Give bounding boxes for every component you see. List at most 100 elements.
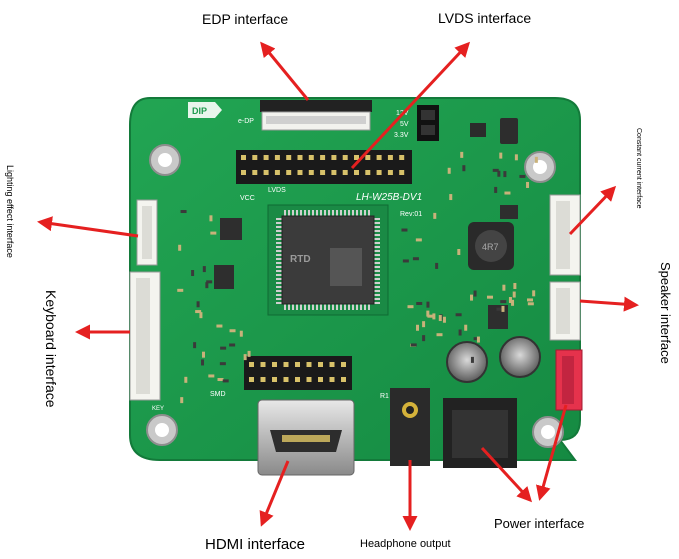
smd-part <box>470 356 474 363</box>
header-pin <box>341 362 346 367</box>
chip-pin <box>348 210 350 216</box>
chip-pin <box>340 210 342 216</box>
chip-pin <box>348 304 350 310</box>
chip-pin <box>296 304 298 310</box>
constant-current-connector <box>549 194 581 276</box>
smd-part <box>229 343 236 347</box>
smd-part <box>422 335 426 342</box>
smd-part <box>239 330 243 337</box>
header-pin <box>341 377 346 382</box>
chip-pin <box>276 226 282 228</box>
smd-part <box>220 346 227 350</box>
chip-pin <box>276 262 282 264</box>
smd-part <box>473 337 480 341</box>
lvds-pin <box>308 170 314 175</box>
chip-pin <box>276 278 282 280</box>
chip-pin <box>276 234 282 236</box>
v33-tag: 3.3V <box>394 132 409 139</box>
smd-part <box>470 294 474 301</box>
smd-part <box>217 378 224 382</box>
smd-part <box>216 324 223 328</box>
chip-pin <box>276 294 282 296</box>
lvds-pin <box>331 155 337 160</box>
chip-pin <box>374 230 380 232</box>
chip-pin <box>276 290 282 292</box>
chip-pin <box>324 304 326 310</box>
smd-part <box>473 290 477 297</box>
header-pin <box>249 377 254 382</box>
smd-part <box>247 350 251 357</box>
smd-part <box>205 282 209 289</box>
smd-part <box>206 280 213 284</box>
chip-pin <box>344 304 346 310</box>
lvds-pin <box>274 155 280 160</box>
chip-pin <box>344 210 346 216</box>
chip-pin <box>276 250 282 252</box>
smd-part <box>500 300 507 304</box>
edp-interface-label: EDP interface <box>202 11 289 27</box>
lvds-pin <box>308 155 314 160</box>
smd-part <box>534 156 538 163</box>
chip-pin <box>374 250 380 252</box>
speaker-interface-label: Speaker interface <box>658 262 673 364</box>
smd-tag: SMD <box>210 391 226 398</box>
smd-part <box>511 299 515 306</box>
smd-part <box>426 301 430 308</box>
smd-part <box>178 244 182 251</box>
lvds-pin <box>320 155 326 160</box>
headphone-output-label: Headphone output <box>360 538 451 550</box>
arrow-power-2 <box>536 404 568 501</box>
chip-pin <box>364 304 366 310</box>
smd-part <box>193 342 197 349</box>
chip-pin <box>276 238 282 240</box>
lvds-header <box>236 150 412 184</box>
lvds-pin <box>365 155 371 160</box>
smd-part <box>222 379 229 383</box>
chip-pin <box>276 270 282 272</box>
smd-part <box>497 170 501 177</box>
main-chip <box>267 204 389 316</box>
header-pin <box>306 362 312 367</box>
smd-part <box>184 376 188 383</box>
smd-part <box>447 167 451 174</box>
smd-part <box>486 295 493 299</box>
lvds-interface-label: LVDS interface <box>438 10 532 26</box>
smd-part <box>501 305 505 312</box>
chip-pin <box>374 266 380 268</box>
smd-part <box>532 290 536 297</box>
lvds-pin <box>376 155 382 160</box>
smd-part <box>512 291 516 298</box>
ic-right-top <box>500 205 518 219</box>
lvds-pin <box>387 170 393 175</box>
chip-pin <box>276 246 282 248</box>
smd-part <box>209 215 213 222</box>
chip-pin <box>374 286 380 288</box>
lighting-effect-interface-label: Lighting effect interface <box>5 165 15 258</box>
chip-pin <box>336 210 338 216</box>
chip-pin <box>276 286 282 288</box>
chip-pin <box>308 304 310 310</box>
smd-part <box>458 329 462 336</box>
smd-part <box>195 310 202 314</box>
arrow-power-1 <box>480 446 533 503</box>
bottom-header <box>244 356 352 390</box>
lvds-pin <box>297 155 303 160</box>
smd-part <box>412 257 419 261</box>
chip-pin <box>300 304 302 310</box>
chip-pin <box>360 304 362 310</box>
lvds-pin <box>320 170 326 175</box>
chip-pin <box>374 258 380 260</box>
smd-part <box>210 231 217 235</box>
chip-pin <box>276 302 282 304</box>
smd-part <box>455 313 462 317</box>
chip-pin <box>276 282 282 284</box>
lvds-pin <box>297 170 303 175</box>
smd-part <box>407 305 414 309</box>
chip-pin <box>284 210 286 216</box>
chip-pin <box>276 258 282 260</box>
arrow-constant-current <box>568 185 617 236</box>
smd-part <box>410 343 417 347</box>
lvds-pin <box>365 170 371 175</box>
chip-pin <box>374 218 380 220</box>
